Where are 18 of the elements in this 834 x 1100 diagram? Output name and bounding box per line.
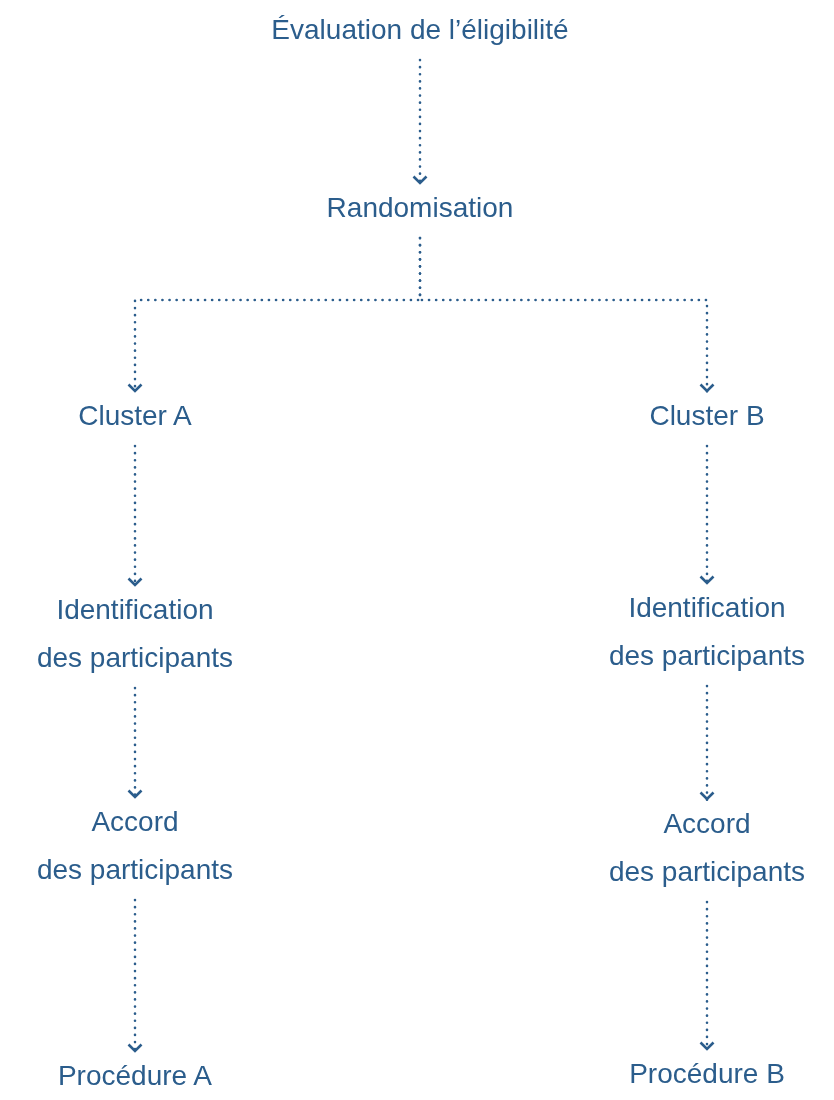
dotted-arrow (699, 684, 715, 802)
step-label: Identification des participants (608, 591, 806, 673)
step-label: Identification des participants (36, 593, 234, 675)
dotted-arrow (412, 58, 428, 186)
step-label: Procédure B (629, 1057, 785, 1091)
dotted-arrow (127, 444, 143, 588)
step-label: Procédure A (57, 1059, 213, 1093)
dotted-arrow (418, 236, 715, 394)
dotted-arrow (699, 444, 715, 586)
step-label: Cluster A (78, 399, 192, 433)
dotted-arrow (127, 686, 143, 800)
dotted-arrow (699, 900, 715, 1052)
step-label: Accord des participants (608, 807, 806, 889)
step-label: Randomisation (326, 191, 514, 225)
dotted-arrow (127, 898, 143, 1054)
step-label: Évaluation de l’éligibilité (271, 13, 569, 47)
step-label: Cluster B (649, 399, 765, 433)
step-label: Accord des participants (36, 805, 234, 887)
